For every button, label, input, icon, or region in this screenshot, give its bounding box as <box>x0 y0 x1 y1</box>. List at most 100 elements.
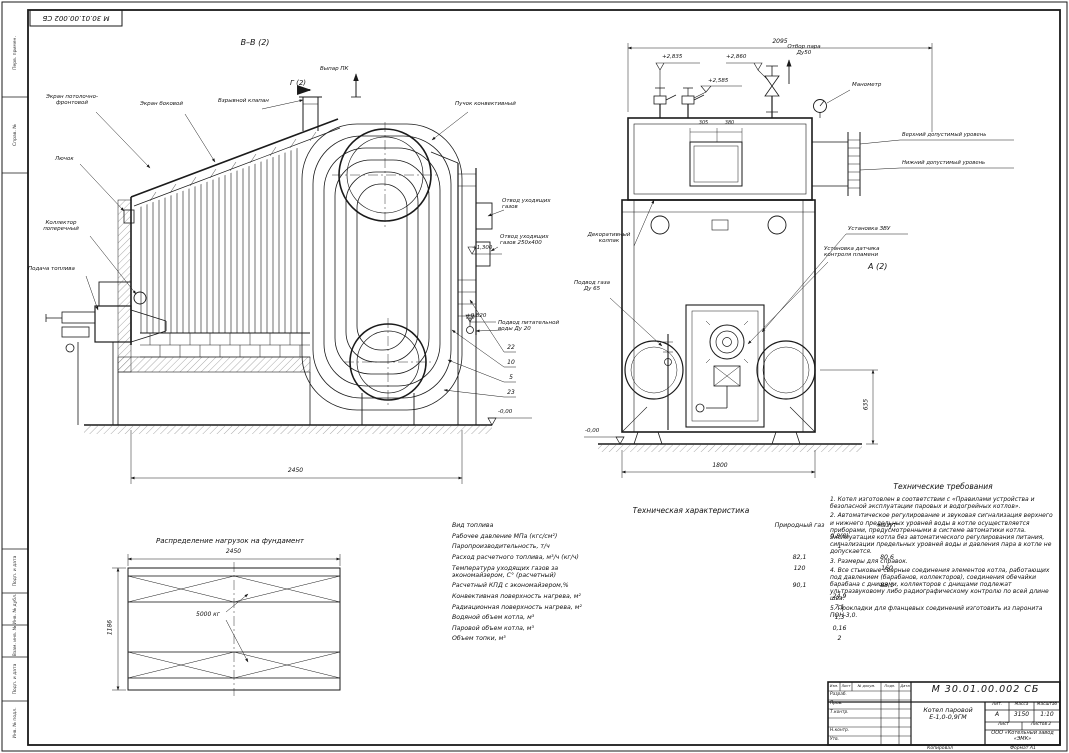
requirement-item-4: 4. Все стыковые сварные соединения элеме… <box>830 566 1050 603</box>
tech-row: Паропроизводительность, т/ч 1 <box>452 543 930 550</box>
tech-row-label: Водяной объем котла, м³ <box>452 614 535 622</box>
burner-front <box>685 304 765 428</box>
header-dokum: № докум. <box>857 684 876 688</box>
dim-635-label: 635 <box>862 398 870 411</box>
front-view-title: А (2) <box>868 262 888 271</box>
burner-side <box>45 281 167 425</box>
dim-2450-side-label: 2450 <box>287 467 304 474</box>
corner-stamp-doc-number: М 30.01.00.002 СБ <box>42 14 110 22</box>
tech-row-label: Радиационная поверхность нагрева, м² <box>452 603 582 611</box>
tech-value-mazut: 88,1 <box>880 582 894 590</box>
elevation-1300: +1,300 <box>472 245 493 251</box>
technical-requirements: Технические требования 1. Котел изготовл… <box>830 482 1056 621</box>
dim-2095 <box>627 43 933 132</box>
header-izm: Изм. <box>829 684 839 688</box>
section-mark-g: Г (2) <box>290 79 307 87</box>
tech-value-mazut: 80,6 <box>880 553 894 561</box>
decorative-cap-block <box>627 117 813 201</box>
explosion-valve-duct <box>297 84 322 131</box>
requirement-item-3: 3. Размеры для справок. <box>830 557 908 565</box>
scale-value: 1:10 <box>1040 711 1054 718</box>
elevation-zero-front: -0,00 <box>585 428 600 434</box>
row-razrab: Разраб. <box>830 692 847 697</box>
manometer-gauge <box>813 89 851 118</box>
foundation-load-label: 5000 кг <box>196 611 220 618</box>
tech-value-gas: 82,1 <box>792 553 807 561</box>
header-podp: Подп. <box>884 684 896 688</box>
foundation-title: Распределение нагрузок на фундамент <box>155 537 305 545</box>
row-prov: Пров. <box>830 701 843 706</box>
label-explosion-valve: Взрывной клапан <box>218 98 269 104</box>
side-view-leaders <box>79 99 516 398</box>
convective-bank <box>301 123 463 411</box>
tech-row-label: Рабочее давление МПа (кгс/см²) <box>452 532 558 540</box>
tech-value-common: 1,3 <box>834 614 845 622</box>
label-flame-sensor: Установка датчика контроля пламени <box>824 246 880 259</box>
tech-value-common: 0,16 <box>832 624 847 632</box>
requirement-item-2: 2. Автоматическое регулирование и звуков… <box>830 512 1053 556</box>
title-block-grid <box>827 681 1061 746</box>
elevation-2585: +2,585 <box>708 78 729 84</box>
tech-row-label: Паропроизводительность, т/ч <box>452 543 550 551</box>
tech-col-mazut: мазут <box>877 522 897 529</box>
label-screen-side: Экран боковой <box>140 101 183 107</box>
dim-1800 <box>621 450 816 478</box>
frame-label-sprav: Справ. № <box>13 124 18 146</box>
label-feed-water: Подвод питательной воды Ду 20 <box>498 320 560 333</box>
dim-2450-foundation: 2450 <box>225 548 242 555</box>
mass-header: Масса <box>1014 702 1029 707</box>
tech-col-gas: Природный газ <box>774 522 825 529</box>
label-steam-out: Отбор пара Ду50 <box>787 44 821 57</box>
dim-1186-label: 1186 <box>106 619 114 636</box>
tech-value-mazut: 160 <box>881 564 893 572</box>
tech-row: Температура уходящих газов за экономайзе… <box>452 565 930 579</box>
row-tkontr: Т.контр. <box>830 710 849 715</box>
tech-row: Вид топлива Природный газ мазут <box>452 522 930 529</box>
tech-row-label: Вид топлива <box>452 522 494 529</box>
mass-value: 3150 <box>1013 711 1030 718</box>
tech-value-gas: 90,1 <box>792 582 807 590</box>
tech-row-label: Конвективная поверхность нагрева, м² <box>452 592 581 600</box>
pos-number-23: 23 <box>507 389 515 396</box>
pos-number-22: 22 <box>507 344 515 351</box>
tech-row-label: Температура уходящих газов за экономайзе… <box>452 564 559 579</box>
tech-value-common: 2 <box>837 635 842 643</box>
label-flue-out-1: Отвод уходящих газов <box>502 198 551 211</box>
label-hatch-door: Лючок <box>55 156 74 162</box>
elevation-2835: +2,835 <box>662 54 683 60</box>
label-vypar: Выпар ПК <box>320 66 349 72</box>
pos-number-5: 5 <box>509 374 513 381</box>
label-flue-out-2: Отвод уходящих газов 250х400 <box>500 234 549 247</box>
label-screen-front: Экран потолочно- фронтовой <box>46 94 98 107</box>
dim-2450-side <box>130 430 463 484</box>
tech-row: Рабочее давление МПа (кгс/см²)0,8(8) <box>452 533 930 540</box>
label-manometer: Манометр <box>852 82 882 88</box>
gas-pipe <box>663 334 673 430</box>
requirement-item-1: 1. Котел изготовлен в соответствии с «Пр… <box>830 496 1035 511</box>
tech-row: Водяной объем котла, м³ 1,3 <box>452 614 930 621</box>
scale-header: Масштаб <box>1036 702 1058 707</box>
label-fuel-supply: Подача топлива <box>28 266 75 272</box>
lit-value: А <box>994 711 1000 718</box>
foundation-art <box>112 554 341 696</box>
tech-value-common: 1 <box>837 543 842 551</box>
tech-value-gas: 120 <box>793 564 806 572</box>
boiler-front-body <box>621 199 816 433</box>
vypar-pipe <box>351 73 361 98</box>
feed-water-valve <box>466 317 474 334</box>
label-decorative-cap: Декоративный колпак <box>587 232 631 245</box>
row-nkontr: Н.контр. <box>830 728 850 733</box>
label-gas-supply: Подвод газа Ду 65 <box>573 280 611 293</box>
front-view-leaders <box>609 199 908 347</box>
elevation-zero-side: -0,00 <box>498 409 513 415</box>
tech-characteristics: Техническая характеристика Вид топлива Пр… <box>452 506 930 646</box>
requirement-item-5: 5. Прокладки для фланцевых соединений из… <box>830 604 1043 619</box>
sheets-cell: Листов 2 <box>1030 722 1052 727</box>
header-list: Лист <box>841 684 851 688</box>
drum-heads-front <box>624 340 816 400</box>
tech-title: Техническая характеристика <box>632 506 750 515</box>
